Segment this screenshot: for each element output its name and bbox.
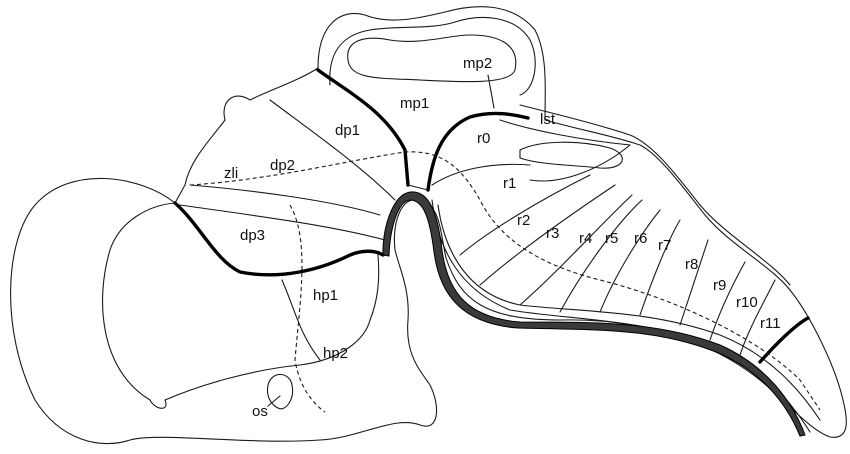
line-r1-r2 [459, 174, 591, 256]
dashed-dp3-hp [289, 204, 326, 413]
label-r3: r3 [546, 225, 559, 242]
boundary-zli-dp3 [173, 201, 385, 277]
label-dp1: dp1 [335, 122, 360, 139]
line-r2-r3 [479, 184, 616, 286]
hindbrain-floor-inner [437, 204, 821, 421]
label-dp3: dp3 [240, 227, 265, 244]
hindbrain-inner-outline [519, 104, 791, 286]
label-r5: r5 [605, 230, 618, 247]
line-dp1-dp2 [269, 99, 396, 201]
line-hp1-hp2 [281, 279, 321, 361]
rhombic-lip [499, 119, 631, 182]
line-r4-r5 [559, 199, 643, 313]
outer-outline [10, 6, 847, 445]
label-lst: lst [540, 111, 556, 128]
label-hp1: hp1 [313, 287, 338, 304]
label-r10: r10 [736, 294, 758, 311]
line-r9-r10 [739, 279, 776, 356]
boundary-r11 [758, 316, 810, 364]
label-dp2: dp2 [270, 157, 295, 174]
fourth-ventricle-recess [519, 141, 623, 169]
leader-mp2 [487, 74, 495, 109]
label-hp2: hp2 [323, 345, 348, 362]
label-r4: r4 [579, 230, 592, 247]
label-zli: zli [224, 165, 238, 182]
line-r0-r1 [431, 163, 531, 186]
line-dp2-zli [189, 184, 381, 216]
floor-plate [382, 191, 806, 437]
line-dp3-lower [179, 204, 386, 241]
line-r3-r4 [519, 194, 633, 306]
line-mp1-mp2 [407, 184, 429, 191]
label-r2: r2 [517, 212, 530, 229]
line-r8-r9 [709, 261, 746, 341]
leader-os [267, 395, 281, 407]
boundary-mp2-r0 [426, 111, 530, 192]
label-r6: r6 [634, 230, 647, 247]
mesencephalic-ventricle [347, 34, 517, 83]
inner-outline-midbrain [329, 17, 536, 96]
label-r1: r1 [503, 175, 516, 192]
os-structure [266, 373, 294, 410]
label-r9: r9 [713, 277, 726, 294]
dashed-alar-basal-forebrain [189, 151, 821, 411]
inner-outline-forebrain [102, 202, 380, 409]
line-r5-r6 [599, 209, 661, 313]
label-r11: r11 [760, 315, 781, 332]
boundary-pretectum-mp [316, 68, 410, 187]
line-r6-r7 [639, 219, 681, 316]
label-mp1: mp1 [400, 95, 429, 112]
line-r7-r8 [679, 239, 709, 326]
label-mp2: mp2 [463, 55, 492, 72]
label-r7: r7 [658, 237, 671, 254]
label-os: os [252, 403, 268, 420]
label-r0: r0 [477, 130, 490, 147]
label-r8: r8 [685, 256, 698, 273]
